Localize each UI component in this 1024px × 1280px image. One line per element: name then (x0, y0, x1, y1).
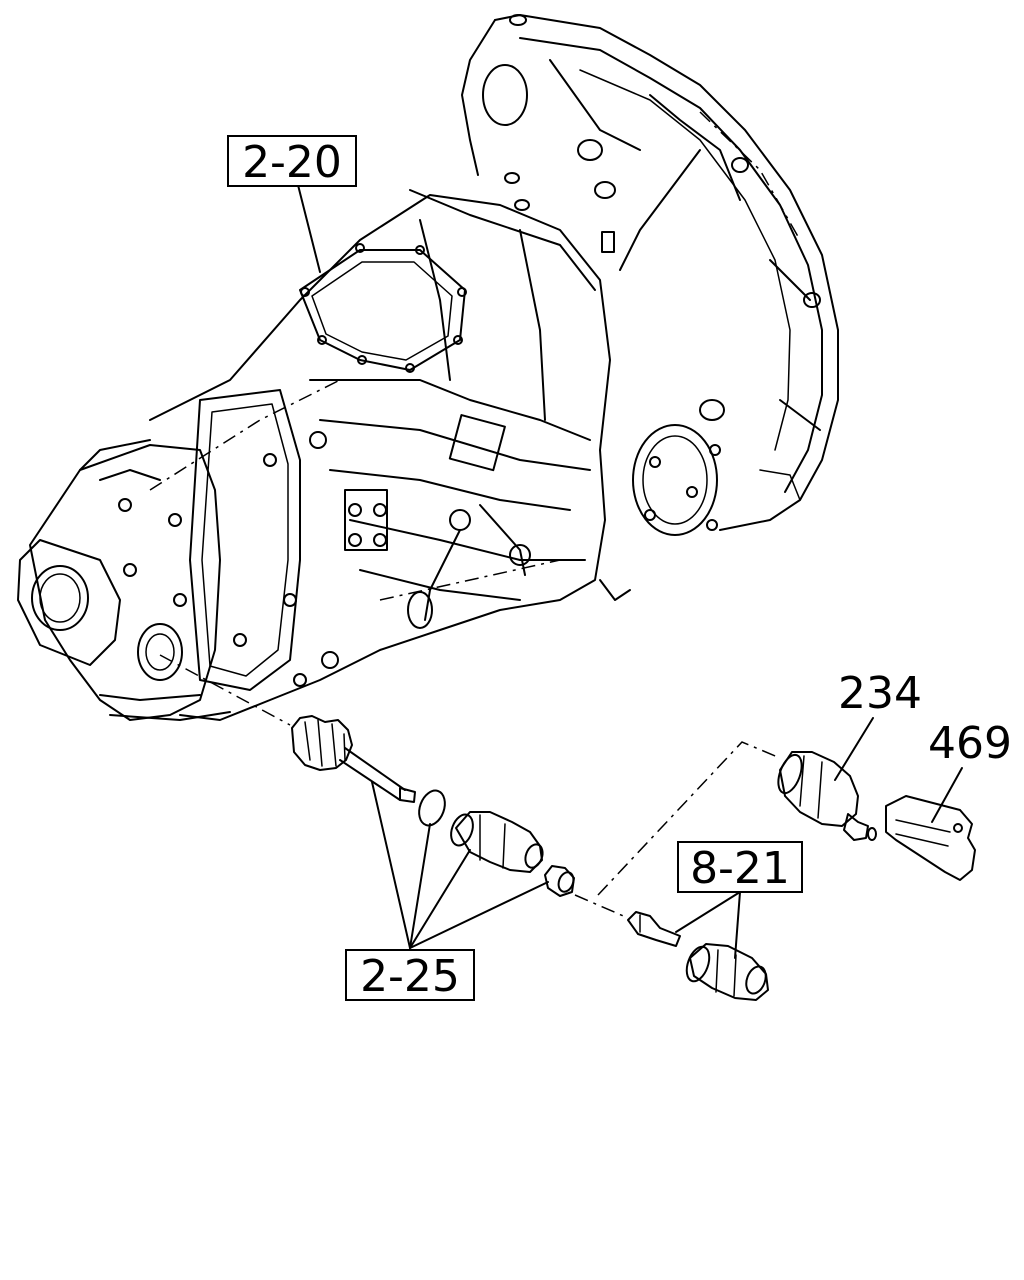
ref-2-20: 2-20 (227, 135, 357, 188)
part-number-234: 234 (838, 668, 922, 719)
transmission-assembly (17, 14, 839, 721)
assembly-centerline-2 (597, 741, 781, 896)
adapter (685, 943, 769, 1001)
clutch-housing (461, 14, 839, 531)
driven-gear (291, 715, 416, 803)
ref-2-25: 2-25 (345, 949, 475, 1002)
rear-extension (17, 439, 231, 721)
shaft-centerline (159, 654, 291, 726)
assembly-centerline (574, 894, 629, 919)
o-ring (418, 789, 446, 827)
main-case (149, 189, 721, 721)
speedometer-drive-parts (159, 654, 976, 1001)
connector-plug (627, 911, 681, 947)
retaining-clip (885, 795, 976, 881)
bushing (544, 865, 575, 897)
ref-2-25-label: 2-25 (360, 951, 460, 1002)
ref-8-21: 8-21 (677, 841, 803, 894)
leader-lines (297, 184, 963, 959)
sleeve (450, 811, 544, 873)
ref-8-21-label: 8-21 (690, 843, 790, 894)
part-number-469: 469 (928, 718, 1012, 769)
speed-sensor (777, 751, 877, 841)
ref-2-20-label: 2-20 (242, 137, 342, 188)
